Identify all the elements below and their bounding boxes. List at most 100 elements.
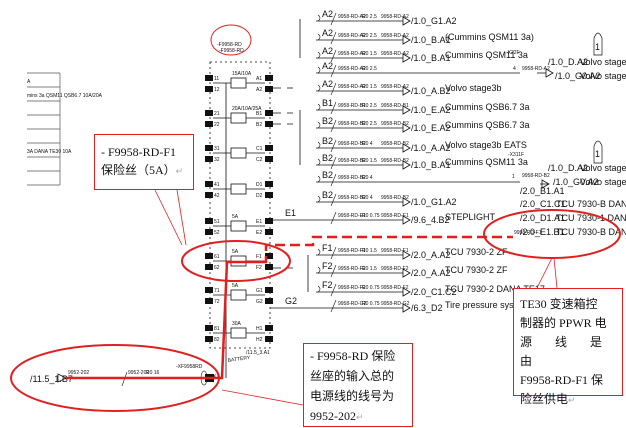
fuse-pin-right: G2	[256, 299, 263, 305]
callout-fuse-line-1: 保险丝（5A）	[101, 163, 176, 177]
connector-2-symbol: 1	[595, 149, 600, 159]
wire-tag: 9958-RD-B1	[381, 103, 409, 109]
fuse-pin-left: 32	[214, 157, 220, 163]
fuse-pin-left: 31	[214, 146, 220, 152]
fuse-icon	[230, 147, 247, 159]
connector-2-dest: /2.0_B1.A1	[520, 186, 565, 196]
wire-desc: TCU 7930-2 ZF	[445, 265, 508, 275]
wire-spec: R0 2.5	[362, 33, 377, 39]
connector-x22f: -X22F 4 9958-RD-A2 /1.0_D.A2 /1.0_G0.A2 …	[506, 32, 626, 81]
callout-input-wire: - F9958-RD 保险 丝座的输入总的 电源线的线号为 9952-202↵	[303, 343, 413, 427]
fuse-pin-right: E2	[256, 230, 262, 236]
connector-2-desc: Volvo stage 5 AC	[580, 177, 626, 187]
wire-tag: 9958-RD-F2	[381, 266, 409, 272]
wire-dest: /1.0_A.A2	[411, 143, 451, 153]
fuse-pin-right: F1	[256, 254, 262, 260]
fuse-pin-right: C2	[256, 157, 263, 163]
wire-pin: A2	[322, 46, 333, 56]
fuse-icon	[230, 327, 247, 339]
fuse-rating: 5A	[232, 283, 239, 289]
fuse-rating: 20A/10A/25A	[232, 106, 262, 112]
left-table-row: 3A DANA TE30 10A	[27, 149, 72, 155]
wire-id: 9958-RD-B2	[338, 195, 366, 201]
fuse-pin-left: 12	[214, 87, 220, 93]
wire-id: 9958-RD-B1	[338, 103, 366, 109]
connector-1-symbol: 1	[595, 42, 600, 52]
fuse-icon	[230, 183, 247, 195]
wire-desc: Tire pressure system	[445, 300, 529, 310]
wire-pin: B2	[322, 153, 333, 163]
wire-id: 9958-RD-F2	[338, 266, 366, 272]
wire-spec: R0 1.5	[362, 158, 377, 164]
fuse-pin-right: F2	[256, 265, 262, 271]
wire-id: 9958-RD-A2	[338, 66, 366, 72]
wire-pin: B2	[322, 116, 333, 126]
arrow-icon	[402, 16, 411, 26]
connector-2-dest: /2.0_D1.A1	[520, 213, 565, 223]
wire-dest: /2.0_C1.C2	[411, 287, 457, 297]
wire-id: 9958-RD-B2	[338, 121, 366, 127]
fuse-pin-left: 22	[214, 122, 220, 128]
fuse-block-id: -F9958-RD	[217, 42, 242, 48]
connector-2-desc: TCU 7930-1 DANA TE17	[556, 213, 626, 223]
wire-dest: /2.0_A.A2	[411, 268, 451, 278]
wire-spec: R0 2.5	[362, 121, 377, 127]
connector-2-desc: TCU 7930-B DANA TE14	[556, 199, 626, 209]
battery-label: BATTERY	[227, 355, 251, 364]
fuse-pin-left: 52	[214, 230, 220, 236]
wire-dest: /2.0_A.A2	[411, 250, 451, 260]
wire-spec: R0 2.5	[362, 66, 377, 72]
connector-1-id: -X22F	[506, 50, 520, 56]
wire-pin: B2	[322, 170, 333, 180]
wire-dest: /1.0_E.A2	[411, 105, 451, 115]
arrow-icon	[402, 53, 411, 63]
wire-dest: /1.0_A.B2	[411, 86, 451, 96]
arrow-icon	[402, 268, 411, 278]
fuse-pin-right: H2	[256, 337, 263, 343]
wire-id: 9958-RD-F2	[338, 285, 366, 291]
fuse-pin-left: 71	[214, 288, 220, 294]
wire-spec: R0 1.5	[362, 266, 377, 272]
arrow-icon	[57, 373, 67, 383]
wire-desc: Volvo stage3b EATS	[445, 140, 527, 150]
battery-ref: /11.5_3.A1	[246, 350, 270, 356]
wire-id: 9958-RD-A2	[338, 51, 366, 57]
fuse-pin-left: 42	[214, 193, 220, 199]
wire-dest: /1.0_E.A2	[411, 123, 451, 133]
wire-spec: R0 4	[362, 195, 373, 201]
callout-fuse-line-0: - F9958-RD-F1	[101, 145, 177, 159]
left-table-row: A	[27, 79, 31, 85]
wire-tag: 9958-RD-B2	[381, 121, 409, 127]
callout-input-line-2: 电源线的线号为	[310, 389, 395, 403]
wire-id: 9958-RD-F1	[338, 248, 366, 254]
wire-desc: Cummins QSB6.7 3a	[445, 120, 530, 130]
fuse-pin-left: 72	[214, 299, 220, 305]
connector-1-dest-0: /1.0_D.A2	[548, 57, 588, 67]
connector-1-desc-1: Volvo stage 5	[580, 71, 626, 81]
arrow-icon	[541, 179, 550, 189]
wire-spec: R0 1.5	[362, 248, 377, 254]
fuse-pin-right: B1	[256, 111, 262, 117]
wire-id: 9958-RD-B2	[338, 175, 366, 181]
wire-tag: 9958-RD-A2	[381, 51, 409, 57]
wire-id: 9958-RD-G2	[338, 301, 367, 307]
